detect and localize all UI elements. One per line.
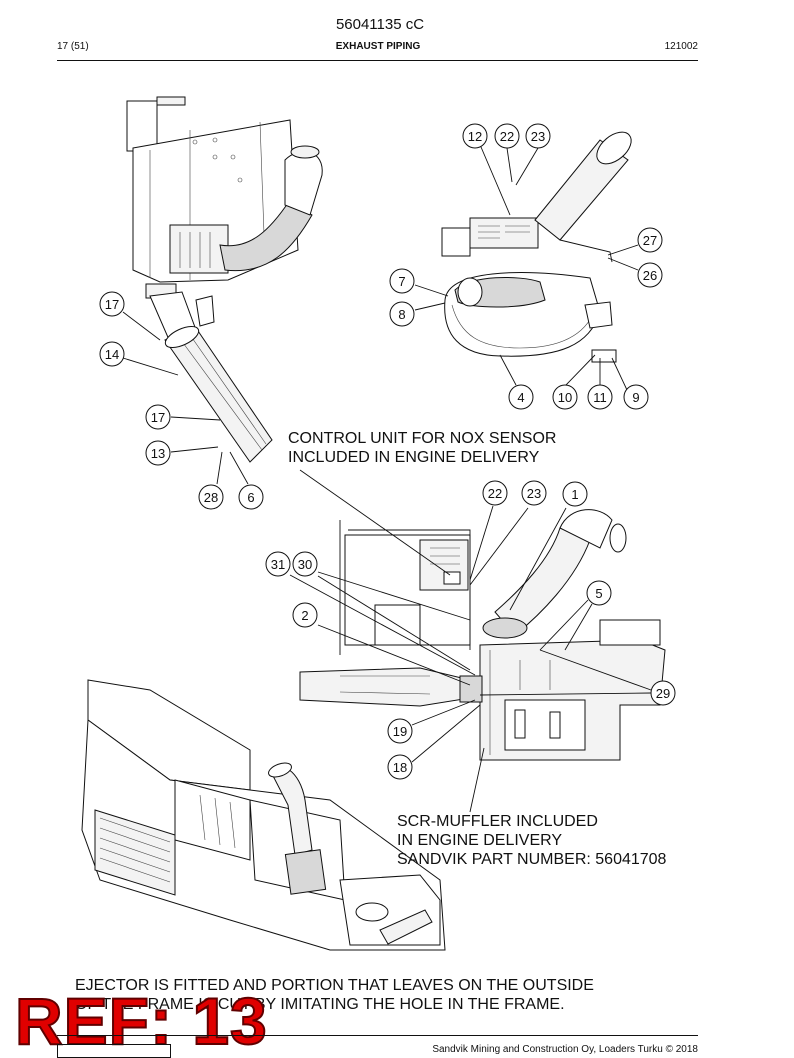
svg-text:7: 7	[398, 274, 405, 289]
ref-tag: REF: 13	[14, 984, 268, 1058]
note-scr-line-3: SANDVIK PART NUMBER: 56041708	[397, 851, 667, 868]
svg-text:12: 12	[468, 129, 482, 144]
svg-text:29: 29	[656, 686, 670, 701]
sensor-bracket	[441, 227, 471, 257]
note-nox-control-unit: CONTROL UNIT FOR NOX SENSOR INCLUDED IN …	[288, 429, 556, 467]
note-ejector: EJECTOR IS FITTED AND PORTION THAT LEAVE…	[75, 976, 594, 1014]
callout-4: 4	[508, 384, 534, 410]
svg-text:5: 5	[595, 586, 602, 601]
callout-7: 7	[389, 268, 415, 294]
callout-5: 5	[586, 580, 612, 606]
svg-text:28: 28	[204, 490, 218, 505]
nox-control-box	[469, 217, 539, 249]
view-middle	[299, 509, 666, 761]
callout-8: 8	[389, 301, 415, 327]
callout-22-top: 22	[494, 123, 520, 149]
svg-text:26: 26	[643, 268, 657, 283]
svg-text:19: 19	[393, 724, 407, 739]
callout-12: 12	[462, 123, 488, 149]
callout-6: 6	[238, 484, 264, 510]
svg-text:9: 9	[632, 390, 639, 405]
horizontal-pipe	[299, 667, 471, 707]
section-title: EXHAUST PIPING	[335, 41, 421, 52]
radiator-grille	[94, 809, 176, 896]
svg-text:11: 11	[593, 390, 607, 405]
callout-27: 27	[637, 227, 663, 253]
svg-text:23: 23	[531, 129, 545, 144]
callout-10: 10	[552, 384, 578, 410]
sandvik-logo	[57, 1044, 171, 1058]
header-divider	[57, 60, 698, 61]
callout-11: 11	[587, 384, 613, 410]
pipe-clamp-ring	[164, 325, 200, 349]
callout-17-top: 17	[99, 291, 125, 317]
page-number: 17 (51)	[57, 41, 89, 52]
svg-text:1: 1	[571, 487, 578, 502]
note-nox-line-1: CONTROL UNIT FOR NOX SENSOR	[288, 430, 557, 447]
riser-clamp	[482, 617, 528, 639]
housing-cap	[156, 96, 186, 106]
callout-22-middle: 22	[482, 480, 508, 506]
callout-9: 9	[623, 384, 649, 410]
view-top-left	[126, 96, 323, 463]
svg-text:22: 22	[500, 129, 514, 144]
footer-copyright: Sandvik Mining and Construction Oy, Load…	[432, 1044, 698, 1055]
svg-text:6: 6	[247, 490, 254, 505]
callout-1: 1	[562, 481, 588, 507]
svg-text:14: 14	[105, 347, 119, 362]
svg-text:13: 13	[151, 446, 165, 461]
callout-14: 14	[99, 341, 125, 367]
riser-outlet	[609, 523, 627, 553]
svg-text:30: 30	[298, 557, 312, 572]
callout-28: 28	[198, 484, 224, 510]
callout-17-bottom: 17	[145, 404, 171, 430]
svg-text:17: 17	[151, 410, 165, 425]
callout-31: 31	[265, 551, 291, 577]
svg-text:4: 4	[517, 390, 524, 405]
outlet-pipe	[534, 139, 629, 241]
note-nox-line-2: INCLUDED IN ENGINE DELIVERY	[288, 449, 540, 466]
pipe-coupling	[459, 675, 483, 703]
support-bracket	[599, 619, 661, 646]
callout-13: 13	[145, 440, 171, 466]
callout-18: 18	[387, 754, 413, 780]
callout-23-top: 23	[525, 123, 551, 149]
svg-text:31: 31	[271, 557, 285, 572]
footer-divider	[57, 1035, 698, 1036]
view-top-right	[441, 131, 632, 363]
leader-lines	[122, 146, 652, 813]
svg-text:10: 10	[558, 390, 572, 405]
callout-30: 30	[292, 551, 318, 577]
note-ejector-line-2: OF THE FRAME IS CUT BY IMITATING THE HOL…	[75, 996, 565, 1013]
note-ejector-line-1: EJECTOR IS FITTED AND PORTION THAT LEAVE…	[75, 977, 594, 994]
note-scr-line-2: IN ENGINE DELIVERY	[397, 832, 563, 849]
svg-text:27: 27	[643, 233, 657, 248]
callout-29: 29	[650, 680, 676, 706]
callout-19: 19	[387, 718, 413, 744]
pipe-bend-top	[284, 151, 323, 216]
elbow-pipe-upper	[219, 199, 313, 272]
callout-23-middle: 23	[521, 480, 547, 506]
flange-box	[169, 224, 229, 274]
callout-26: 26	[637, 262, 663, 288]
svg-text:22: 22	[488, 486, 502, 501]
view-machine-isometric	[81, 679, 446, 951]
svg-text:17: 17	[105, 297, 119, 312]
svg-text:23: 23	[527, 486, 541, 501]
note-scr-line-1: SCR-MUFFLER INCLUDED	[397, 813, 598, 830]
svg-text:18: 18	[393, 760, 407, 775]
housing-top-block	[126, 100, 158, 152]
svg-text:2: 2	[301, 608, 308, 623]
svg-text:8: 8	[398, 307, 405, 322]
document-number: 56041135 cC	[335, 16, 425, 33]
pipe-inlet	[290, 145, 320, 159]
machine-muffler	[284, 849, 327, 895]
section-code: 121002	[664, 41, 698, 52]
note-scr-muffler: SCR-MUFFLER INCLUDED IN ENGINE DELIVERY …	[397, 812, 666, 869]
inlet-flange	[457, 277, 483, 307]
callout-2: 2	[292, 602, 318, 628]
outlet-end	[596, 131, 632, 165]
